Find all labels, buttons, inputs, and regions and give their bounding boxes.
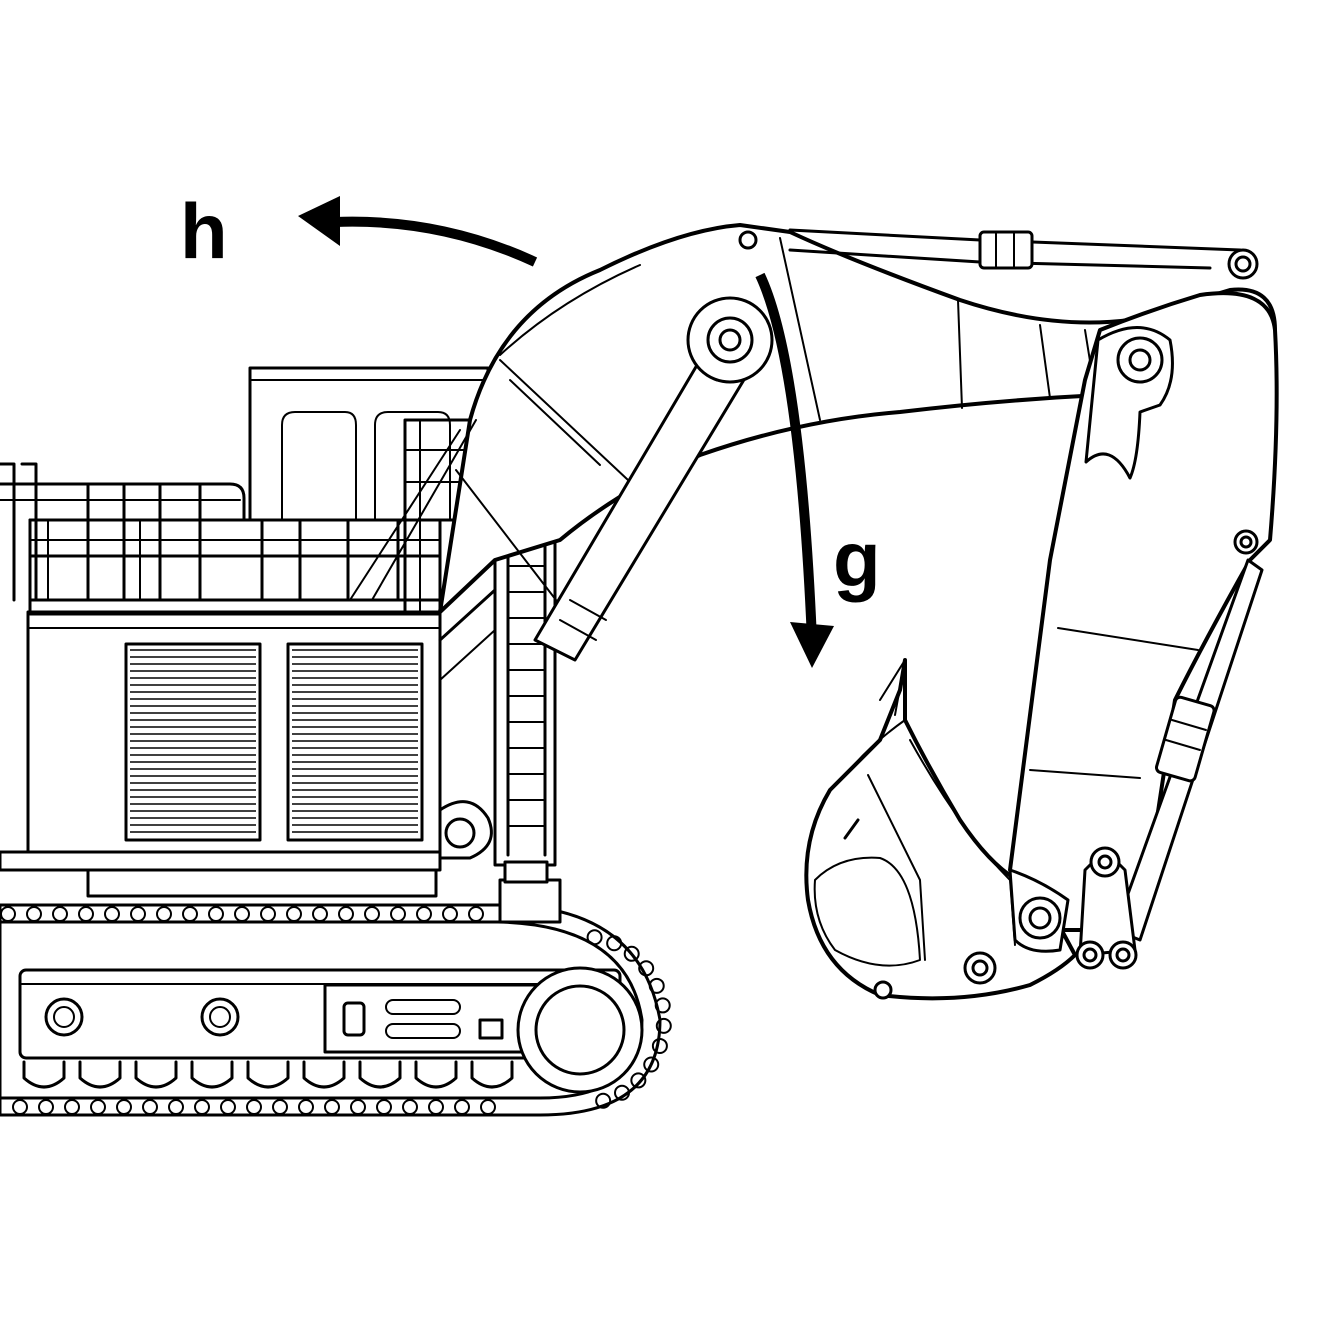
track-link: [182, 906, 198, 922]
track-roller: [358, 1060, 402, 1089]
track-link: [208, 906, 224, 922]
track-link: [246, 1099, 262, 1115]
track-link: [651, 1037, 668, 1054]
track-link: [90, 1099, 106, 1115]
track-roller: [190, 1060, 234, 1089]
bucket: [804, 658, 1138, 1001]
track-link: [104, 906, 120, 922]
track-link: [286, 906, 302, 922]
track-link: [234, 906, 250, 922]
track-link: [130, 906, 146, 922]
track-link: [220, 1099, 236, 1115]
track-link: [454, 1099, 470, 1115]
track-roller: [78, 1060, 122, 1089]
track-link: [324, 1099, 340, 1115]
track-link: [364, 906, 380, 922]
track-link: [654, 997, 671, 1014]
track-link: [390, 906, 406, 922]
access-stairway: [438, 508, 557, 867]
track-link: [64, 1099, 80, 1115]
track-link: [480, 1099, 496, 1115]
track-link: [52, 906, 68, 922]
track-link: [648, 977, 665, 994]
track-roller: [470, 1060, 514, 1089]
arrow-g: [755, 272, 834, 668]
track-roller: [22, 1060, 66, 1089]
track-link: [402, 1099, 418, 1115]
track-link: [12, 1099, 28, 1115]
track-link: [630, 1072, 647, 1089]
track-link: [0, 906, 16, 922]
track-link: [468, 906, 484, 922]
stick: [1008, 291, 1279, 932]
track-link: [260, 906, 276, 922]
track-link: [78, 906, 94, 922]
track-link: [338, 906, 354, 922]
track-roller: [414, 1060, 458, 1089]
track-link: [638, 960, 655, 977]
track-link: [272, 1099, 288, 1115]
label-h: h: [180, 187, 228, 275]
track-link: [350, 1099, 366, 1115]
track-link: [428, 1099, 444, 1115]
upper-structure: [0, 366, 557, 898]
track-link: [416, 906, 432, 922]
track-link: [595, 1092, 612, 1109]
radiator-grille-right: [286, 642, 424, 842]
label-g: g: [833, 515, 881, 603]
track-link: [116, 1099, 132, 1115]
track-link: [26, 906, 42, 922]
track-link: [298, 1099, 314, 1115]
track-link: [376, 1099, 392, 1115]
track-link: [586, 929, 603, 946]
stick-cylinder: [788, 228, 1259, 280]
track-link: [156, 906, 172, 922]
track-link: [38, 1099, 54, 1115]
track-link: [142, 1099, 158, 1115]
track-link: [606, 935, 623, 952]
track-roller: [246, 1060, 290, 1089]
radiator-grille-left: [124, 642, 262, 842]
track-link: [168, 1099, 184, 1115]
track-link: [312, 906, 328, 922]
track-link: [623, 945, 640, 962]
track-link: [442, 906, 458, 922]
track-roller: [134, 1060, 178, 1089]
track-link: [643, 1056, 660, 1073]
arrow-h: [298, 196, 538, 267]
bucket-cylinder: [1113, 558, 1264, 942]
track-link: [655, 1017, 672, 1034]
track-link: [614, 1084, 630, 1101]
track-roller: [302, 1060, 346, 1089]
boom-cylinder: [533, 296, 774, 662]
track-link: [194, 1099, 210, 1115]
undercarriage: [0, 860, 672, 1117]
